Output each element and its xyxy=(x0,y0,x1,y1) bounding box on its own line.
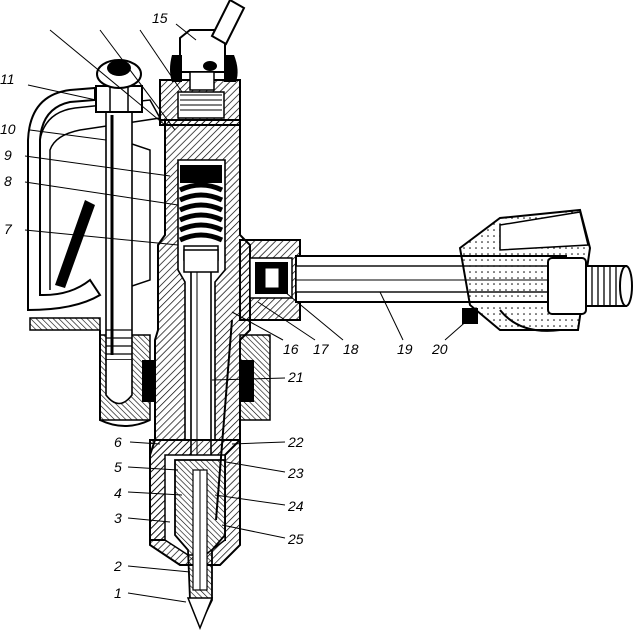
label-6: 6 xyxy=(114,434,122,450)
label-25: 25 xyxy=(288,531,304,547)
label-10: 10 xyxy=(0,121,16,137)
label-2: 2 xyxy=(114,558,122,574)
label-9: 9 xyxy=(4,147,12,163)
label-1: 1 xyxy=(114,585,122,601)
label-15: 15 xyxy=(152,10,168,26)
label-21: 21 xyxy=(288,369,304,385)
label-19: 19 xyxy=(397,341,413,357)
label-20: 20 xyxy=(432,341,448,357)
clamp-bracket xyxy=(27,86,162,312)
label-4: 4 xyxy=(114,485,122,501)
stud-nut xyxy=(95,59,143,113)
label-17: 17 xyxy=(313,341,329,357)
stud-bolt xyxy=(105,109,133,405)
label-7: 7 xyxy=(4,221,12,237)
label-8: 8 xyxy=(4,173,12,189)
inlet-fitting xyxy=(239,239,301,321)
nozzle-body xyxy=(174,459,226,630)
label-3: 3 xyxy=(114,510,122,526)
leader-lines xyxy=(24,23,471,603)
label-23: 23 xyxy=(288,465,304,481)
seal-ring-left xyxy=(142,360,156,402)
label-5: 5 xyxy=(114,459,122,475)
label-18: 18 xyxy=(343,341,359,357)
label-24: 24 xyxy=(288,498,304,514)
label-11: 11 xyxy=(0,71,15,87)
pipe-fitting xyxy=(458,208,633,332)
adjusting-screw xyxy=(170,0,246,91)
label-22: 22 xyxy=(288,434,304,450)
label-16: 16 xyxy=(283,341,299,357)
seal-ring-right xyxy=(240,360,254,402)
